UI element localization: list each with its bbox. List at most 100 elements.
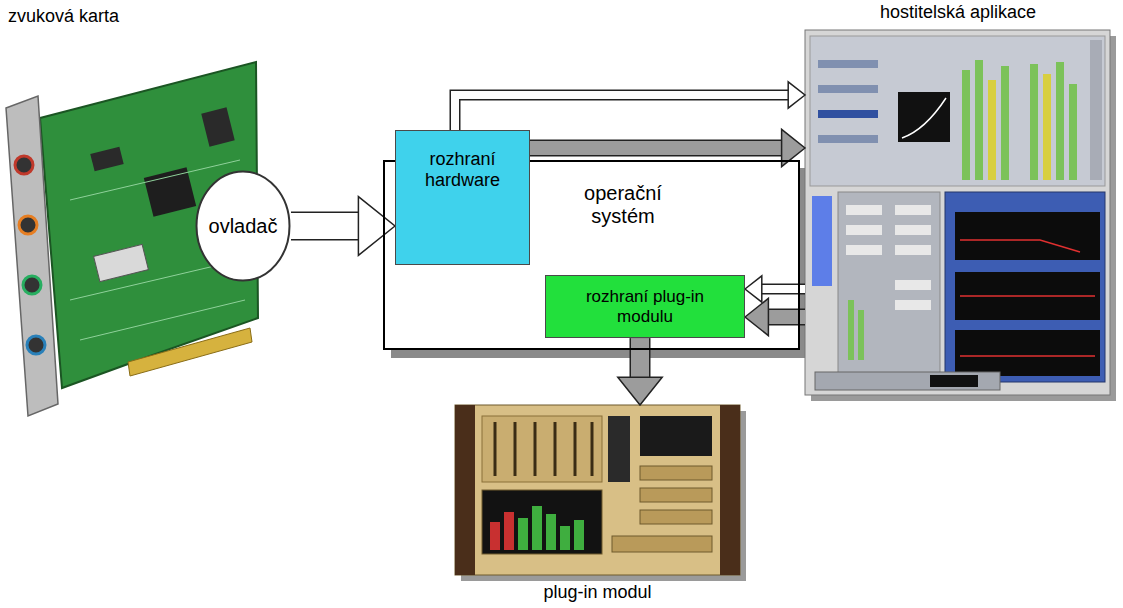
block-arrow bbox=[455, 82, 805, 130]
audio-jack bbox=[27, 336, 45, 354]
button bbox=[895, 300, 931, 310]
level-meter bbox=[858, 310, 864, 360]
host-app-screenshot bbox=[805, 30, 1116, 401]
graph-curve bbox=[960, 240, 1080, 252]
node-label: operační systém bbox=[563, 182, 683, 228]
wood-side bbox=[455, 405, 475, 575]
arrow-body bbox=[291, 213, 359, 239]
graph-curve bbox=[960, 295, 1095, 297]
chip bbox=[144, 167, 196, 216]
level-meter bbox=[1030, 64, 1038, 180]
button bbox=[640, 488, 712, 502]
slider bbox=[818, 110, 878, 118]
block-arrow bbox=[745, 276, 805, 302]
meter-bar bbox=[490, 522, 500, 550]
node-label: ovladač bbox=[209, 215, 278, 238]
slider bbox=[591, 422, 594, 476]
button bbox=[895, 205, 931, 215]
ellipse-shape bbox=[197, 172, 290, 281]
arrow-outline bbox=[455, 95, 789, 130]
plugin-picture bbox=[455, 405, 746, 581]
graph-panel bbox=[945, 192, 1105, 382]
meter-bar bbox=[546, 514, 556, 550]
slider bbox=[818, 85, 878, 93]
fader bbox=[608, 416, 630, 482]
arrow-outline bbox=[530, 140, 783, 157]
system-box: operační systémrozhraní hardwarerozhraní… bbox=[383, 160, 800, 350]
card-bracket bbox=[6, 96, 58, 416]
readout bbox=[640, 416, 712, 456]
node-label: rozhraní plug-in modulu bbox=[570, 287, 720, 326]
graph bbox=[955, 330, 1100, 376]
level-meter bbox=[1056, 62, 1064, 180]
slider bbox=[494, 422, 497, 476]
level-meter bbox=[1043, 74, 1051, 180]
arrow-head bbox=[745, 298, 768, 335]
arrow-body bbox=[455, 95, 789, 130]
level-meter bbox=[1001, 66, 1009, 180]
slider bbox=[818, 135, 878, 143]
block-arrow bbox=[291, 197, 395, 256]
level-meter bbox=[848, 300, 854, 360]
audio-jack bbox=[19, 216, 37, 234]
scope-display bbox=[898, 92, 950, 142]
trace bbox=[80, 300, 245, 340]
interface-box: rozhraní plug-in modulu bbox=[545, 275, 745, 338]
spectrum-display bbox=[482, 490, 602, 554]
graph bbox=[955, 272, 1100, 320]
button bbox=[640, 510, 712, 524]
plugin-body bbox=[455, 405, 740, 575]
picture-node: hostitelská aplikace bbox=[805, 2, 1111, 395]
app-window bbox=[805, 30, 1110, 395]
button bbox=[895, 245, 931, 255]
slider bbox=[514, 422, 517, 476]
level-meter bbox=[975, 60, 983, 180]
tool-strip bbox=[812, 196, 832, 286]
meter-bar bbox=[532, 506, 542, 550]
time-display bbox=[930, 375, 978, 387]
node-label: rozhraní hardware bbox=[403, 149, 523, 190]
button bbox=[895, 225, 931, 235]
top-panel bbox=[810, 36, 1105, 186]
node-label: hostitelská aplikace bbox=[880, 2, 1036, 23]
transport-bar bbox=[815, 372, 1000, 390]
meter-bar bbox=[504, 512, 514, 550]
slider bbox=[574, 422, 577, 476]
level-meter bbox=[988, 80, 996, 180]
button bbox=[895, 280, 931, 290]
arrow-head bbox=[788, 82, 805, 108]
interface-box: rozhraní hardware bbox=[395, 130, 530, 265]
arrow-head bbox=[358, 197, 395, 256]
slider bbox=[554, 422, 557, 476]
ellipse-node: ovladač bbox=[195, 170, 291, 282]
chip bbox=[90, 147, 123, 172]
meter-bar bbox=[560, 526, 570, 550]
picture-node: plug-in modul bbox=[455, 405, 740, 603]
mixer-panel bbox=[838, 192, 940, 380]
button bbox=[612, 536, 712, 552]
meter-bar bbox=[518, 518, 528, 550]
slider bbox=[818, 60, 878, 68]
button bbox=[640, 466, 712, 480]
scope-curve bbox=[902, 98, 946, 138]
wood-side bbox=[720, 405, 740, 575]
node-label: plug-in modul bbox=[543, 582, 651, 603]
block-arrow bbox=[745, 298, 805, 335]
arrow-outline bbox=[291, 212, 359, 241]
arrow-head bbox=[745, 276, 762, 302]
chip bbox=[94, 244, 149, 281]
audio-jack bbox=[15, 156, 33, 174]
level-meter bbox=[962, 70, 970, 180]
slider bbox=[534, 422, 537, 476]
button bbox=[846, 225, 882, 235]
graph-curve bbox=[960, 355, 1095, 357]
audio-jack bbox=[23, 276, 41, 294]
arrow-body bbox=[631, 338, 649, 378]
graph bbox=[955, 212, 1100, 260]
scrollbar bbox=[1090, 40, 1102, 180]
node-label: zvuková karta bbox=[8, 6, 119, 27]
arrow-head bbox=[618, 377, 662, 405]
arrow-outline bbox=[630, 338, 651, 378]
